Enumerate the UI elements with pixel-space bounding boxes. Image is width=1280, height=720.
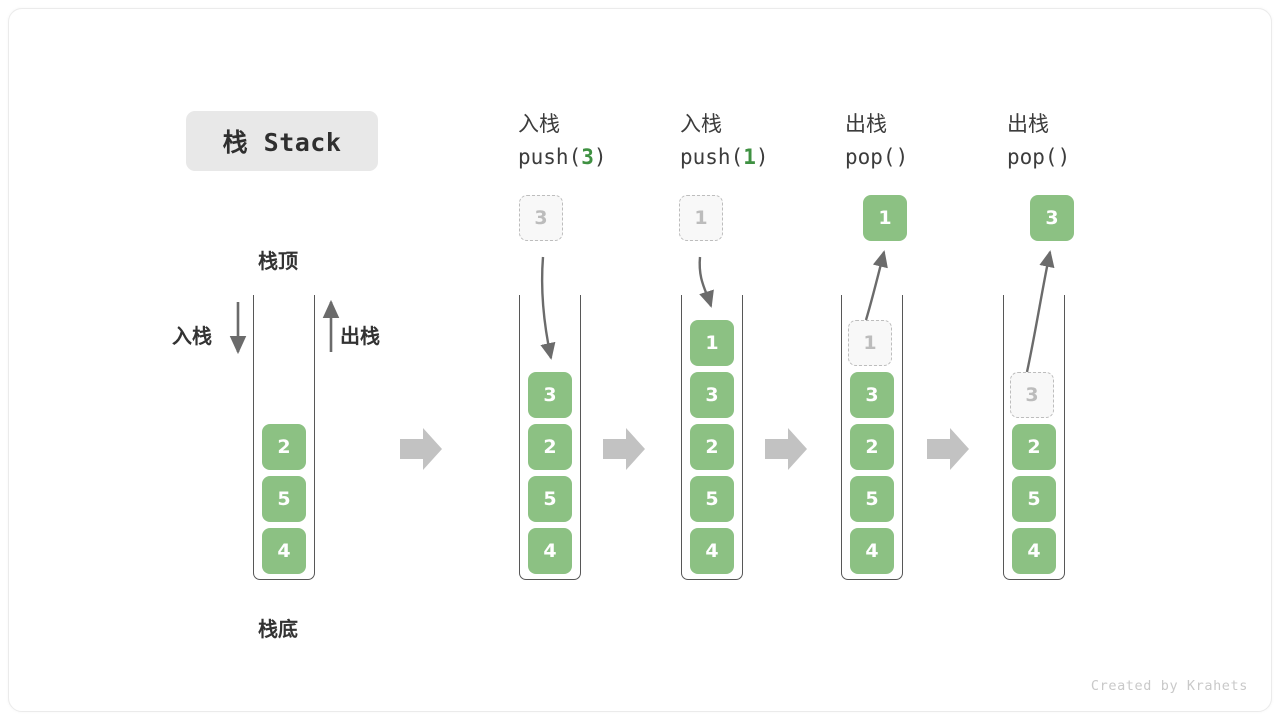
stack-cell: 2 (850, 424, 894, 470)
pop-direction-label: 出栈 (340, 324, 380, 348)
stack-container (681, 295, 743, 580)
removed-cell-ghost: 1 (848, 320, 892, 366)
stack-cell: 5 (850, 476, 894, 522)
column-header-code: push(3) (518, 145, 607, 169)
column-header-cn: 入栈 (680, 112, 722, 136)
footer-credit: Created by Krahets (1090, 678, 1248, 694)
stack-cell: 4 (690, 528, 734, 574)
column-header-code: pop() (1007, 145, 1071, 169)
stack-cell: 3 (528, 372, 572, 418)
column-header-code: push(1) (680, 145, 769, 169)
stack-cell: 2 (1012, 424, 1056, 470)
column-header-pop-2: 出栈 pop() (1007, 108, 1157, 169)
stack-cell: 5 (1012, 476, 1056, 522)
page-title: 栈 Stack (186, 111, 378, 171)
stack-cell: 3 (850, 372, 894, 418)
stack-cell: 5 (528, 476, 572, 522)
stack-cell: 2 (528, 424, 572, 470)
push-direction-label: 入栈 (172, 324, 212, 348)
stack-cell: 3 (690, 372, 734, 418)
column-header-pop-1: 出栈 pop() (845, 108, 995, 169)
stack-cell: 4 (262, 528, 306, 574)
stack-container (519, 295, 581, 580)
stack-container (841, 295, 903, 580)
removed-cell-ghost: 3 (1010, 372, 1054, 418)
popped-value: 3 (1030, 195, 1074, 241)
stack-cell: 5 (690, 476, 734, 522)
floating-value-ghost: 1 (679, 195, 723, 241)
stack-cell: 2 (262, 424, 306, 470)
popped-value: 1 (863, 195, 907, 241)
push-arg: 1 (743, 145, 756, 169)
push-arg: 3 (581, 145, 594, 169)
column-header-cn: 入栈 (518, 112, 560, 136)
stack-cell: 4 (850, 528, 894, 574)
column-header-push-1: 入栈 push(1) (680, 108, 830, 169)
column-header-cn: 出栈 (845, 112, 887, 136)
stack-top-label: 栈顶 (258, 249, 298, 273)
stack-cell: 4 (528, 528, 572, 574)
stack-cell: 5 (262, 476, 306, 522)
stack-cell: 1 (690, 320, 734, 366)
stack-container (1003, 295, 1065, 580)
column-header-code: pop() (845, 145, 909, 169)
stack-cell: 4 (1012, 528, 1056, 574)
column-header-push-3: 入栈 push(3) (518, 108, 668, 169)
column-header-cn: 出栈 (1007, 112, 1049, 136)
stack-container (253, 295, 315, 580)
stack-bottom-label: 栈底 (258, 617, 298, 641)
floating-value-ghost: 3 (519, 195, 563, 241)
stack-cell: 2 (690, 424, 734, 470)
